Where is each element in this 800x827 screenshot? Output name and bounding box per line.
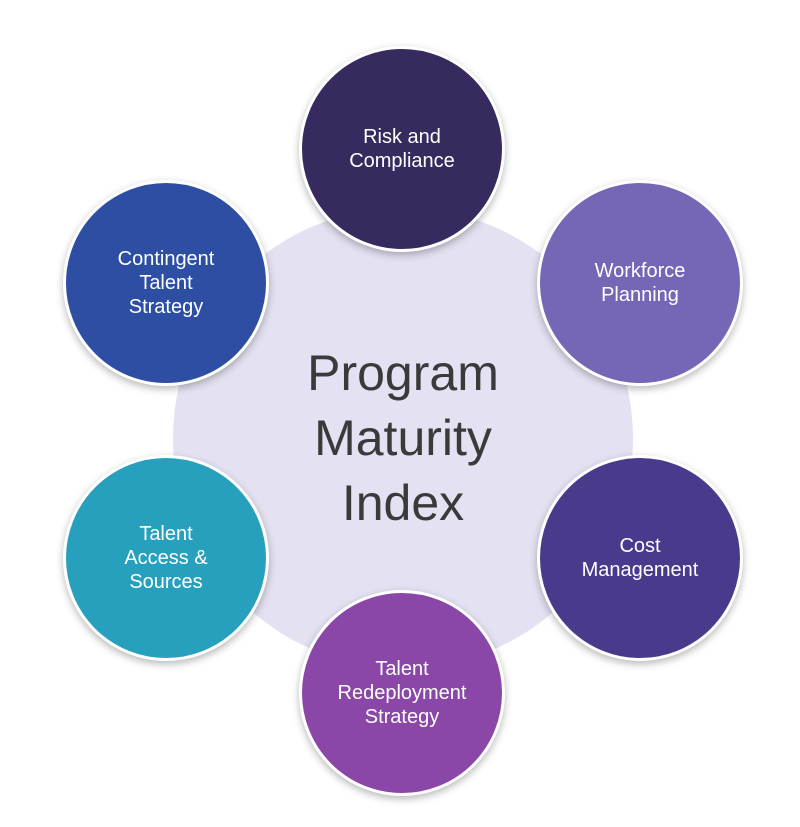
node-risk-and-compliance: Risk and Compliance xyxy=(299,46,505,252)
node-cost-management: Cost Management xyxy=(537,455,743,661)
node-label: Talent Access & Sources xyxy=(124,523,208,593)
center-title: Program Maturity Index xyxy=(307,344,499,531)
node-talent-redeployment-strategy: Talent Redeployment Strategy xyxy=(299,590,505,796)
node-label: Workforce Planning xyxy=(594,260,686,306)
node-workforce-planning: Workforce Planning xyxy=(537,180,743,386)
node-label: Risk and Compliance xyxy=(349,126,455,172)
node-label: Talent Redeployment Strategy xyxy=(337,658,467,728)
node-label: Contingent Talent Strategy xyxy=(117,248,215,318)
node-talent-access-and-sources: Talent Access & Sources xyxy=(63,455,269,661)
node-contingent-talent-strategy: Contingent Talent Strategy xyxy=(63,180,269,386)
node-label: Cost Management xyxy=(581,535,699,581)
